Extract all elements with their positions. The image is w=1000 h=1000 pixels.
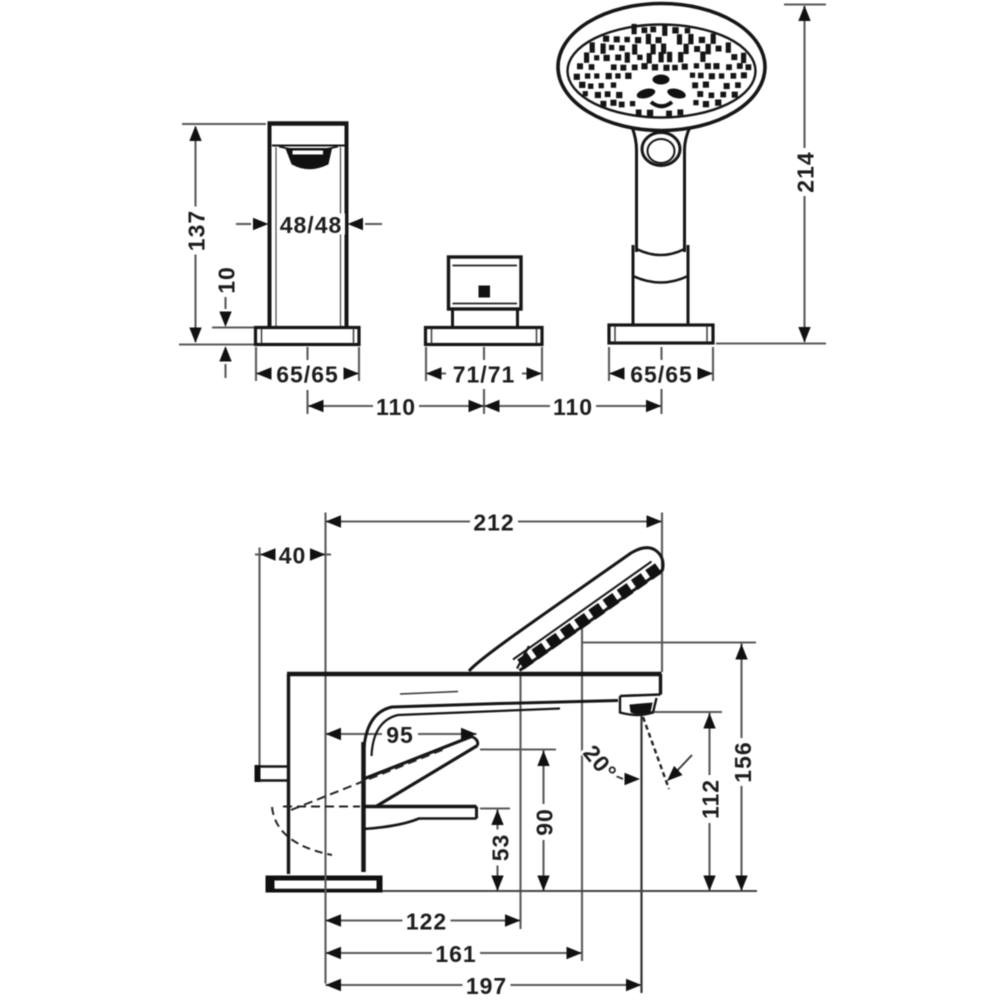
svg-text:110: 110: [553, 394, 593, 420]
svg-text:197: 197: [466, 973, 507, 999]
svg-text:156: 156: [730, 741, 756, 782]
svg-text:214: 214: [793, 151, 819, 192]
svg-text:110: 110: [376, 394, 416, 420]
svg-text:53: 53: [488, 834, 514, 862]
svg-text:95: 95: [386, 722, 414, 748]
svg-text:71/71: 71/71: [453, 362, 516, 388]
svg-text:65/65: 65/65: [630, 362, 693, 388]
svg-text:137: 137: [184, 210, 210, 251]
svg-text:161: 161: [435, 941, 476, 967]
svg-text:65/65: 65/65: [276, 362, 339, 388]
svg-text:212: 212: [473, 510, 514, 536]
svg-text:48/48: 48/48: [280, 212, 343, 238]
svg-text:112: 112: [698, 779, 724, 819]
svg-text:10: 10: [214, 266, 240, 294]
svg-text:90: 90: [532, 808, 558, 836]
svg-text:122: 122: [406, 909, 447, 935]
svg-text:40: 40: [279, 543, 307, 569]
